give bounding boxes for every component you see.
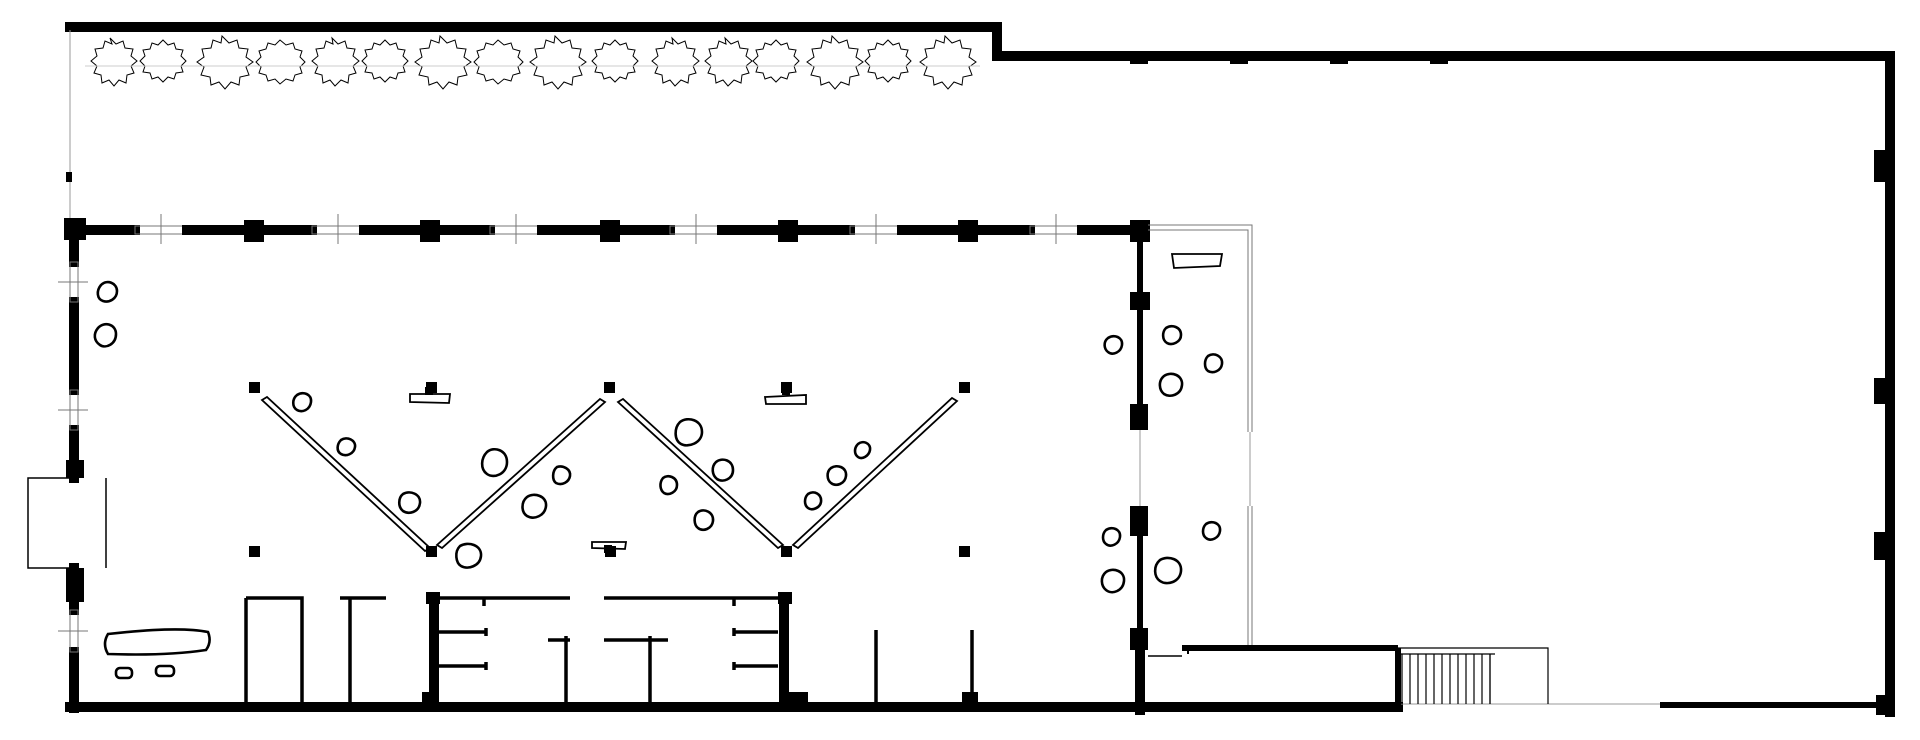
stone-icon [853,440,872,460]
stone-icon [521,493,548,519]
stone-icon [480,448,509,478]
tree-icon [529,34,587,90]
outer-walls [27,22,1895,717]
stone-icon [455,542,483,569]
stone-icon [1161,324,1183,346]
tree-icon [90,37,138,87]
benches [409,253,1224,553]
stone-icon [1100,568,1126,594]
display-walls [260,395,959,553]
stone-icon [1101,526,1122,547]
tree-icon [591,39,639,83]
stone-icon [336,437,357,457]
tree-icon [139,39,187,83]
staircase [1398,647,1549,704]
stone-icon [1153,556,1183,585]
tree-icon [806,34,864,90]
stone-icon [826,464,848,487]
tree-icon [361,39,409,83]
stone-icon [1158,372,1184,397]
stone-icon [93,322,118,348]
stone-icon [711,458,735,482]
side-gallery [1130,224,1401,715]
stone-icon [96,280,119,303]
stone-icon [551,465,572,486]
tree-icon [414,34,472,90]
tree-icon [864,39,912,83]
stone-icon [1201,520,1222,541]
stone-icon [803,491,823,511]
stone-icon [659,474,679,496]
tree-icon [919,34,977,90]
tree-icon [196,34,254,90]
tree-icon [473,39,524,85]
stone-icon [397,491,422,515]
stone-icon [291,391,313,413]
stone-icon [674,418,704,447]
stone-icon [1103,334,1124,355]
exhibit-stones [93,280,1224,594]
reception-desk [103,628,211,680]
tree-icon [704,36,753,87]
tree-icon [311,36,360,87]
partitions [244,592,978,709]
stone-icon [693,509,715,532]
north-gallery-wall [69,214,1150,244]
stone-icon [1203,353,1224,374]
tree-icon [752,39,800,83]
tree-icon [255,39,306,85]
terrace-trees [85,34,980,90]
tree-icon [651,36,700,87]
columns [249,382,970,557]
east-wall-piers [1130,54,1894,715]
